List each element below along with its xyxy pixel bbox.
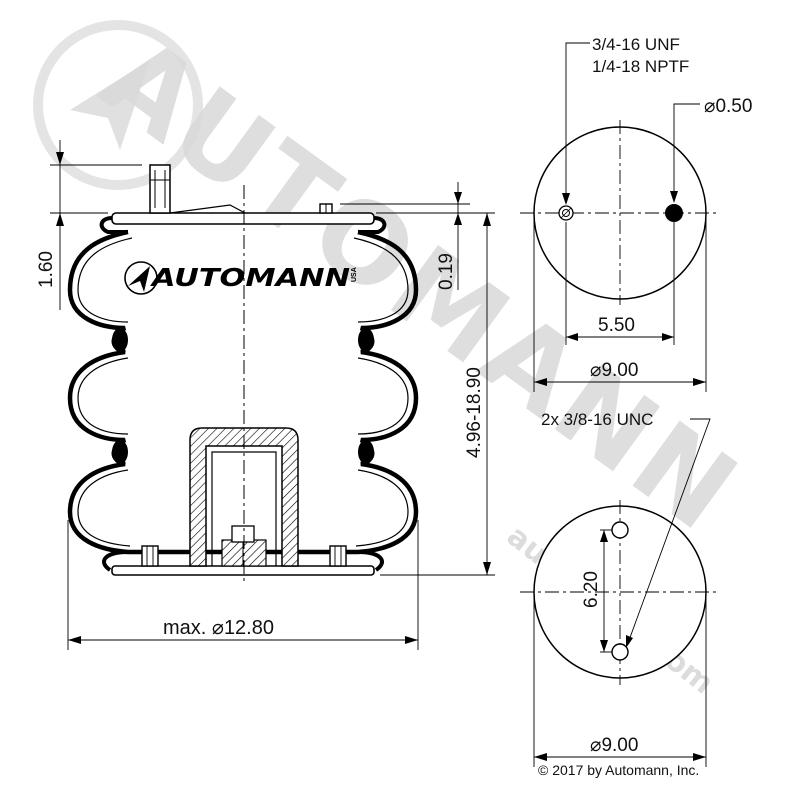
bottom-stud-left	[141, 545, 159, 567]
dim-top-thread-1: 3/4-16 UNF	[592, 35, 680, 54]
dim-bottom-threads: 2x 3/8-16 UNC	[541, 410, 653, 429]
bottom-plate-view: 6.20 2x 3/8-16 UNC ⌀9.00	[520, 410, 720, 767]
dim-stud-height: 1.60	[36, 251, 57, 288]
bottom-crimp-left	[102, 550, 129, 572]
air-fitting-stud	[149, 164, 246, 214]
logo-mark	[128, 266, 150, 292]
dim-top-plate-dia: ⌀9.00	[590, 360, 638, 381]
dim-air-port-dia: ⌀0.50	[704, 96, 752, 117]
girdle-ring-right-2	[358, 440, 374, 464]
bottom-bead-plate	[111, 565, 375, 576]
logo-text: AUTOMANN	[150, 263, 351, 292]
girdle-ring-right-1	[358, 328, 374, 352]
top-crimp-left	[99, 216, 128, 234]
logo-tag: USA	[351, 267, 358, 282]
watermark-ring	[33, 20, 203, 190]
dim-port-spacing: 5.50	[598, 315, 635, 336]
dim-max-diameter: max. ⌀12.80	[163, 617, 274, 639]
dim-bottom-plate-dia: ⌀9.00	[590, 735, 638, 756]
air-spring-side-view: AUTOMANN USA	[67, 164, 419, 585]
dim-top-thread-2: 1/4-18 NPTF	[592, 57, 689, 76]
girdle-ring-left-1	[112, 328, 128, 352]
bottom-stud-hole-bottom	[611, 643, 629, 661]
copyright: © 2017 by Automann, Inc.	[538, 762, 699, 778]
top-crimp-right	[358, 216, 387, 234]
top-plate-view: 3/4-16 UNF 1/4-18 NPTF ⌀0.50 5.50 ⌀9.00	[520, 35, 752, 392]
bottom-crimp-right	[357, 550, 384, 572]
blind-nut-hole	[665, 204, 683, 222]
top-blind-nut	[319, 203, 333, 214]
dim-offset: 0.19	[436, 253, 457, 290]
dim-bottom-stud-spacing: 6.20	[581, 571, 602, 608]
dim-height-range: 4.96-18.90	[464, 367, 485, 458]
bottom-stud-hole-top	[611, 521, 629, 539]
watermark-logo-mark	[70, 60, 150, 150]
bellows-inner-ply	[77, 237, 409, 547]
side-view-dimensions: 1.60 0.19 4.96-18.90 max. ⌀12.80	[36, 140, 495, 650]
girdle-ring-left-2	[112, 440, 128, 464]
logo-circle	[124, 261, 158, 295]
top-bead-plate	[111, 212, 375, 225]
automann-logo: AUTOMANN USA	[124, 261, 358, 295]
bottom-stud-right	[329, 545, 347, 567]
